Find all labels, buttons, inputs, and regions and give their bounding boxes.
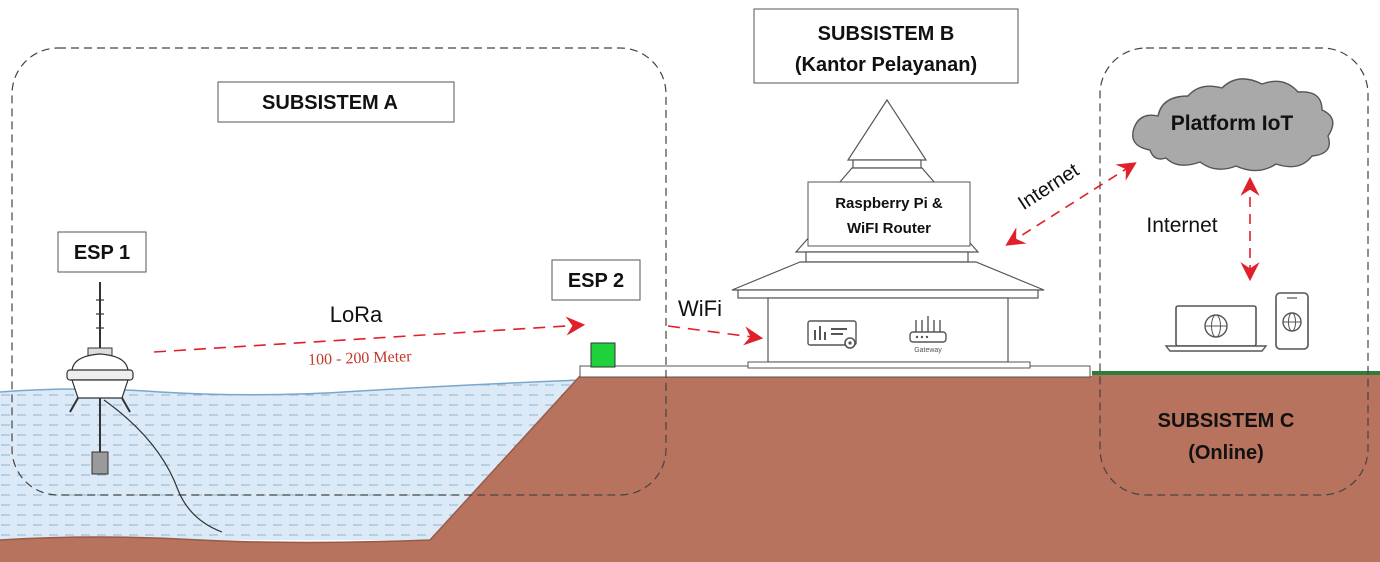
internet-label-diagonal: Internet — [1014, 159, 1083, 215]
subsystem-c-title: SUBSISTEM C — [1158, 410, 1295, 432]
esp2-node-icon — [590, 342, 616, 368]
terrain — [0, 365, 1380, 562]
esp2-label-box: ESP 2 — [551, 259, 641, 301]
lora-arrow — [153, 316, 586, 353]
lora-range-label: 100 - 200 Meter — [308, 348, 413, 369]
raspberry-router-label-box: Raspberry Pi & WiFI Router — [807, 181, 971, 247]
water-body — [0, 380, 580, 540]
office-building — [731, 98, 1045, 369]
riverbed — [0, 375, 581, 544]
subsystem-a-boundary — [11, 47, 667, 496]
wifi-router-label: WiFI Router — [847, 220, 931, 237]
wifi-arrow — [667, 325, 764, 346]
esp2-label: ESP 2 — [568, 270, 624, 292]
dashboard-monitor-icon — [807, 320, 857, 349]
platform-iot-label: Platform IoT — [1171, 112, 1294, 135]
internet-arrow-diagonal — [1005, 162, 1137, 246]
smartphone-icon — [1275, 292, 1309, 350]
esp1-buoy-icon — [66, 282, 223, 533]
subsystem-a-title: SUBSISTEM A — [262, 92, 398, 114]
internet-label-vertical: Internet — [1146, 214, 1217, 237]
gateway-router-icon: Gateway — [909, 316, 947, 354]
lora-label: LoRa — [330, 302, 383, 327]
subsystem-c-subtitle: (Online) — [1188, 442, 1264, 464]
raspberry-pi-label: Raspberry Pi & — [835, 195, 943, 212]
esp1-label: ESP 1 — [74, 242, 130, 264]
subsystem-b-title-box: SUBSISTEM B (Kantor Pelayanan) — [753, 8, 1019, 84]
laptop-icon — [1164, 305, 1268, 352]
ground — [0, 373, 1380, 562]
gateway-caption: Gateway — [914, 347, 942, 354]
platform-iot-cloud-icon: Platform IoT — [1132, 78, 1334, 172]
subsystem-a-title-box: SUBSISTEM A — [217, 81, 455, 123]
wifi-label: WiFi — [678, 296, 722, 321]
esp1-label-box: ESP 1 — [57, 231, 147, 273]
subsystem-b-subtitle: (Kantor Pelayanan) — [795, 54, 977, 76]
subsystem-b-title: SUBSISTEM B — [818, 23, 955, 45]
